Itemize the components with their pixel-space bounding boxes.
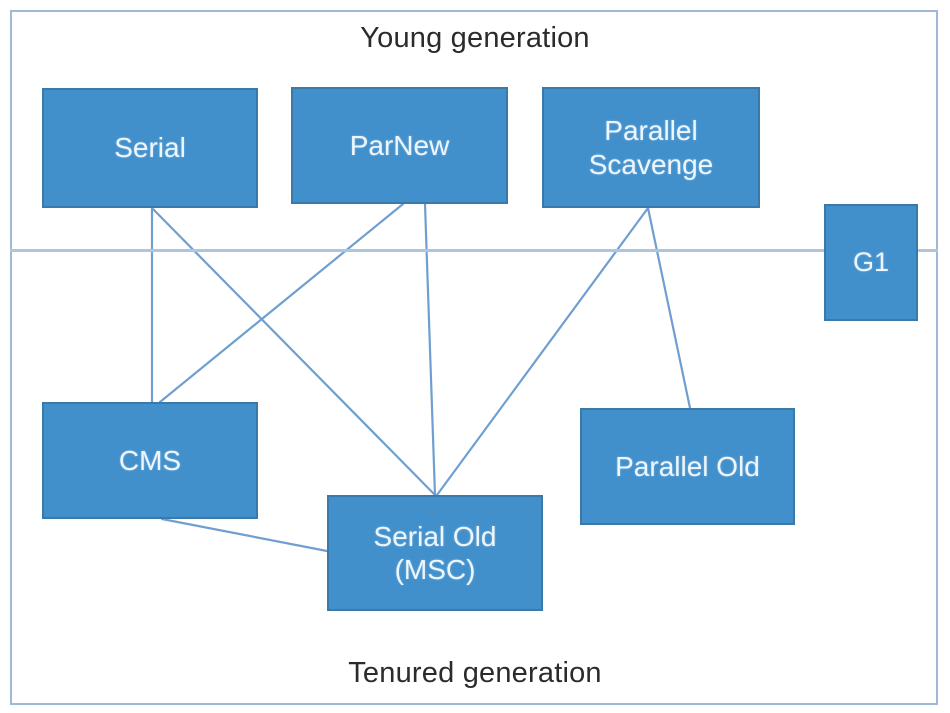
edge-parnew-cms xyxy=(158,202,405,404)
diagram-frame xyxy=(10,10,938,705)
gc-box-g1[interactable]: G1 xyxy=(824,204,918,321)
generation-divider xyxy=(10,249,938,252)
gc-box-cms-label: CMS xyxy=(118,444,182,476)
gc-box-parallel-scavenge-label: Parallel Scavenge xyxy=(588,115,714,180)
gc-box-cms[interactable]: CMS xyxy=(42,402,258,519)
gc-box-parnew-label: ParNew xyxy=(349,129,450,161)
edge-serial-serial-old xyxy=(150,206,437,497)
edge-cms-serial-old xyxy=(160,517,329,553)
young-generation-label: Young generation xyxy=(360,22,590,54)
gc-box-parallel-old-label: Parallel Old xyxy=(615,450,760,482)
gc-box-g1-label: G1 xyxy=(852,246,890,277)
edge-ps-serial-old xyxy=(435,206,650,497)
gc-box-serial-old[interactable]: Serial Old (MSC) xyxy=(327,495,543,611)
gc-box-serial[interactable]: Serial xyxy=(42,88,258,208)
gc-box-serial-label: Serial xyxy=(114,132,186,164)
edge-ps-parallel-old xyxy=(646,206,692,410)
tenured-generation-label: Tenured generation xyxy=(348,657,602,689)
gc-box-parallel-old[interactable]: Parallel Old xyxy=(580,408,795,525)
edge-parnew-serial-old xyxy=(423,202,437,497)
gc-box-parallel-scavenge[interactable]: Parallel Scavenge xyxy=(542,87,760,208)
gc-box-serial-old-label: Serial Old (MSC) xyxy=(373,520,497,585)
gc-box-parnew[interactable]: ParNew xyxy=(291,87,508,204)
